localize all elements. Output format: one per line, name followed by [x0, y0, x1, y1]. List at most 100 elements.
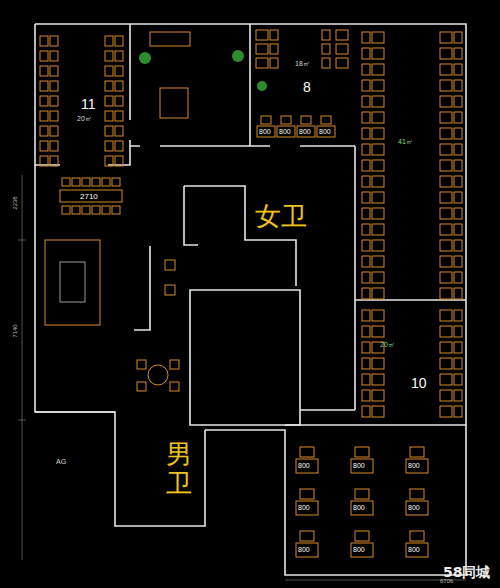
desk-size: 800 — [353, 546, 365, 553]
chair — [454, 48, 462, 59]
desk-size: 800 — [299, 128, 311, 135]
chair — [440, 326, 452, 337]
chair — [440, 224, 452, 235]
chair — [454, 176, 462, 187]
chair — [454, 390, 462, 401]
chair — [317, 126, 335, 137]
chair — [40, 51, 48, 61]
chair — [372, 374, 384, 385]
chair — [62, 206, 70, 214]
chair — [372, 390, 384, 401]
chair — [92, 206, 100, 214]
chair — [440, 272, 452, 283]
area-label: 20㎡ — [380, 341, 395, 348]
chair — [454, 310, 462, 321]
watermark: 58同城 — [443, 565, 490, 579]
chair — [362, 374, 370, 385]
chair — [372, 32, 384, 43]
room-number: 11 — [81, 97, 96, 111]
chair — [454, 358, 462, 369]
desk-size: 800 — [279, 128, 291, 135]
chair — [440, 64, 452, 75]
area-label: 41㎡ — [398, 138, 413, 145]
chair — [105, 66, 113, 76]
desk-size: 800 — [259, 128, 271, 135]
chair — [105, 111, 113, 121]
chair — [454, 208, 462, 219]
chair — [336, 58, 348, 68]
chair — [454, 144, 462, 155]
chair — [454, 326, 462, 337]
chair — [440, 112, 452, 123]
chair — [40, 126, 48, 136]
sofa-area — [45, 240, 100, 325]
chair — [115, 156, 123, 166]
chair — [362, 358, 370, 369]
chair — [362, 144, 370, 155]
desk-size: 800 — [353, 462, 365, 469]
desk-size: 800 — [408, 546, 420, 553]
room: 女卫 — [246, 197, 326, 239]
chair — [372, 256, 384, 267]
area-label: 18㎡ — [295, 60, 310, 67]
chair — [92, 178, 100, 186]
chair — [362, 96, 370, 107]
chair — [40, 156, 48, 166]
chair — [372, 128, 384, 139]
desk-size: 800 — [319, 128, 331, 135]
chair — [105, 81, 113, 91]
room: 20㎡10 — [356, 301, 465, 424]
chair — [372, 64, 384, 75]
chair — [440, 96, 452, 107]
chair — [50, 126, 58, 136]
chair — [102, 178, 110, 186]
chair — [372, 176, 384, 187]
desk-size: 800 — [353, 504, 365, 511]
chair — [406, 501, 428, 515]
chair — [362, 112, 370, 123]
chair — [297, 126, 315, 137]
chair — [362, 224, 370, 235]
chair — [362, 48, 370, 59]
chair — [454, 256, 462, 267]
dimension: 2710 — [80, 193, 98, 201]
furniture — [40, 30, 462, 557]
chair — [362, 288, 370, 299]
chair — [372, 208, 384, 219]
chair — [454, 224, 462, 235]
chair — [270, 30, 278, 40]
room-number: 8 — [303, 80, 311, 94]
chair — [454, 272, 462, 283]
chair — [277, 126, 295, 137]
chair — [256, 44, 268, 54]
chair — [372, 112, 384, 123]
chair — [440, 406, 452, 417]
chair — [296, 459, 318, 473]
chair — [362, 128, 370, 139]
chair — [440, 240, 452, 251]
desk-size: 800 — [408, 462, 420, 469]
chair — [72, 206, 80, 214]
chair — [454, 240, 462, 251]
chair — [50, 36, 58, 46]
chair — [372, 326, 384, 337]
chair — [440, 160, 452, 171]
chair — [362, 32, 370, 43]
chair — [115, 126, 123, 136]
chair — [256, 30, 268, 40]
restroom-label: 女卫 — [255, 203, 307, 229]
chair — [362, 256, 370, 267]
chair — [40, 96, 48, 106]
chair — [165, 285, 175, 295]
chair — [362, 80, 370, 91]
chair — [40, 141, 48, 151]
chair — [137, 382, 146, 391]
chair — [372, 272, 384, 283]
chair — [372, 96, 384, 107]
chair — [50, 66, 58, 76]
bar-counter — [60, 190, 122, 202]
chair — [50, 96, 58, 106]
chair — [296, 501, 318, 515]
chair — [362, 64, 370, 75]
chair — [355, 531, 369, 541]
